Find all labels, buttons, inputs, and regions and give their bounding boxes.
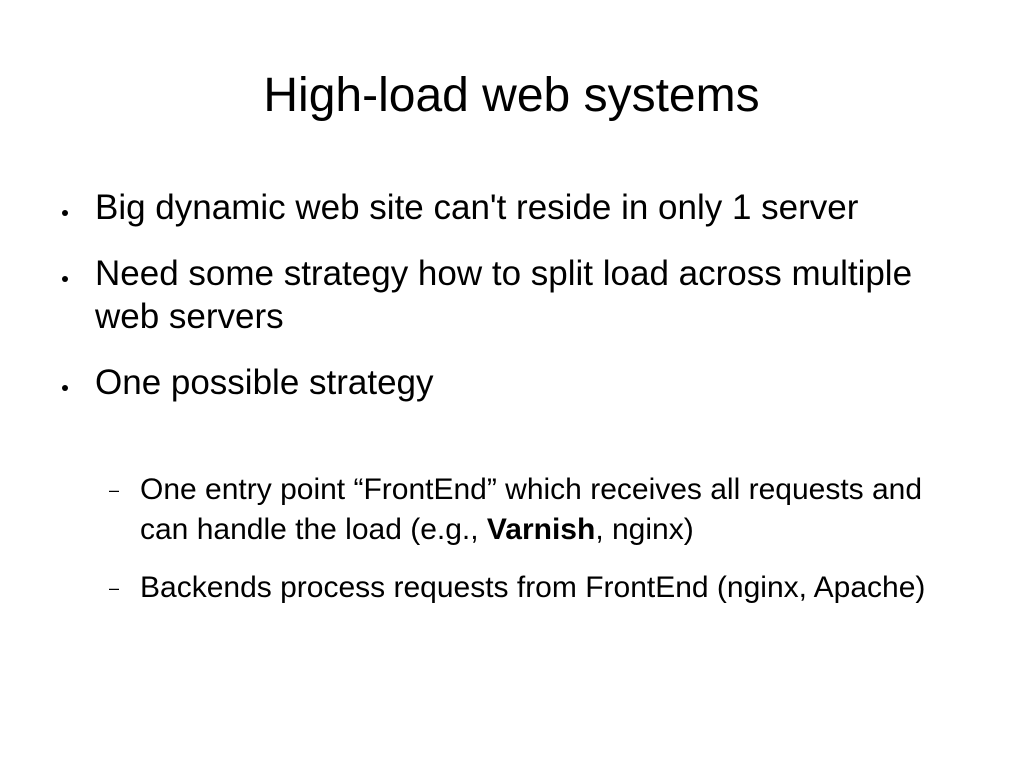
dash-marker: – — [109, 578, 120, 598]
sub-bullet-text: Backends process requests from FrontEnd … — [140, 571, 926, 604]
slide-title: High-load web systems — [263, 69, 760, 122]
bullet-dot-icon — [60, 186, 74, 229]
sub-bullet-bold-text: Varnish — [486, 513, 596, 546]
sub-bullet-text-before: One entry point “FrontEnd” which receive… — [140, 473, 923, 546]
bullet-text: Need some strategy how to split load acr… — [95, 254, 913, 336]
bullet-dot-icon — [60, 252, 74, 295]
bullet-text: Big dynamic web site can't reside in onl… — [95, 188, 859, 227]
bullet-item: Need some strategy how to split load acr… — [60, 252, 960, 338]
sub-bullet-list: – One entry point “FrontEnd” which recei… — [105, 470, 935, 626]
bullet-item: One possible strategy — [60, 361, 960, 404]
sub-bullet-item: – Backends process requests from FrontEn… — [105, 568, 935, 608]
sub-bullet-text-after: , nginx) — [595, 513, 694, 546]
dash-marker: – — [109, 480, 120, 500]
sub-bullet-item: – One entry point “FrontEnd” which recei… — [105, 470, 935, 550]
bullet-dot-icon — [60, 361, 74, 404]
bullet-list: Big dynamic web site can't reside in onl… — [60, 186, 960, 422]
bullet-text: One possible strategy — [95, 363, 434, 402]
bullet-item: Big dynamic web site can't reside in onl… — [60, 186, 960, 229]
